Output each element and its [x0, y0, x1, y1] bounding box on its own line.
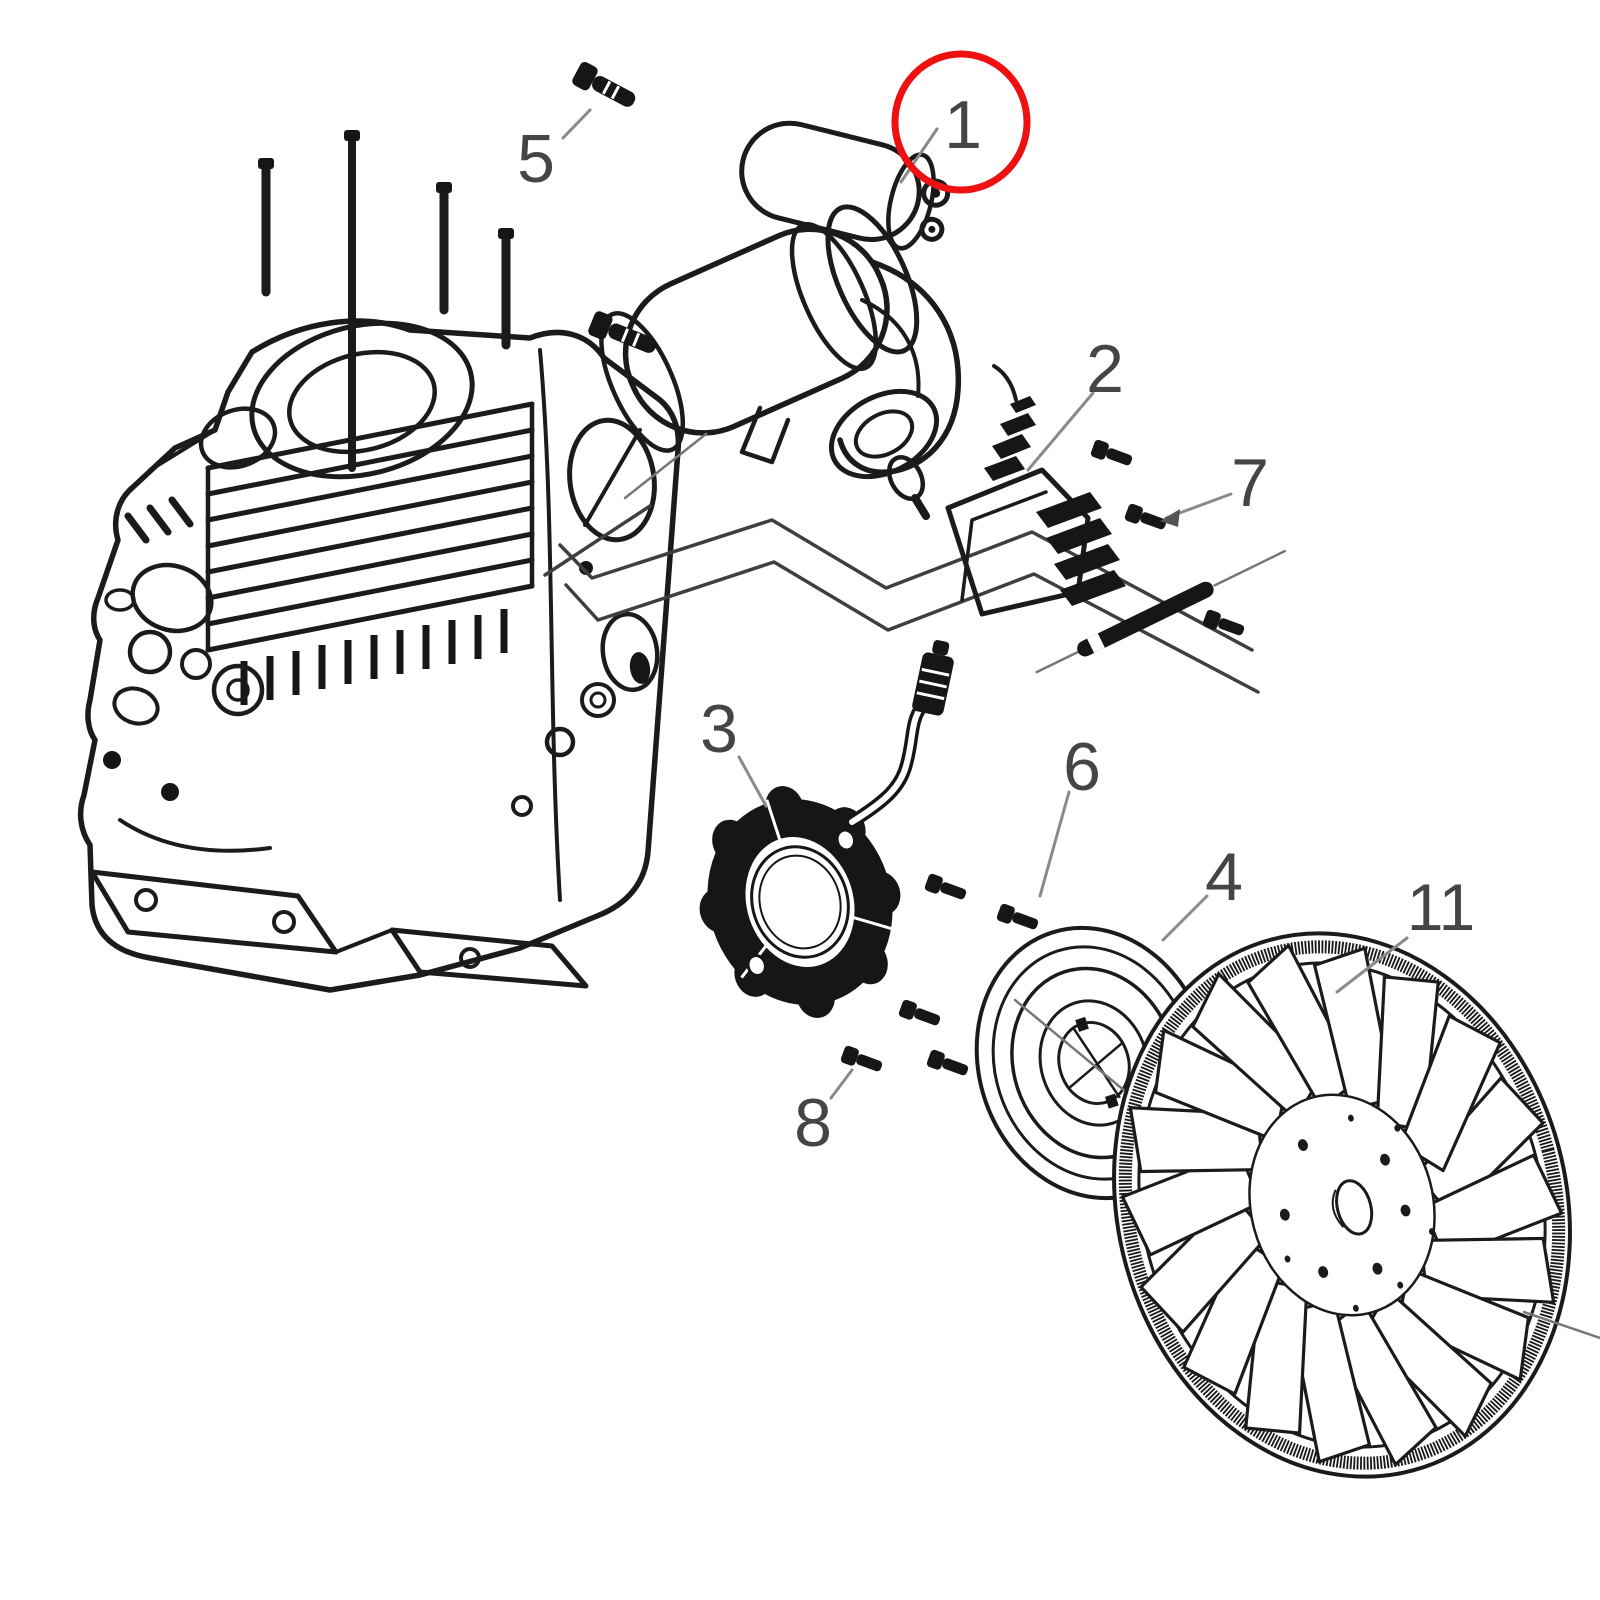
screw-2a	[1090, 439, 1133, 466]
cylinder-fins	[205, 401, 535, 653]
part-label-2: 2	[1086, 331, 1124, 407]
leader-part-2	[1026, 391, 1095, 472]
backplate-openings	[511, 417, 660, 817]
coil-connector	[984, 364, 1036, 481]
part-label-11: 11	[1407, 870, 1476, 944]
leader-arrowhead-part-7	[1160, 509, 1180, 527]
engine-crankcase-drawing	[77, 130, 682, 993]
engine-mount-feet	[89, 869, 589, 989]
highlight-circle-part-1	[891, 50, 1031, 194]
cylinder-studs	[258, 130, 514, 472]
leader-part-4	[1161, 894, 1209, 942]
leader-part-8	[829, 1068, 854, 1100]
screw-6a	[924, 873, 967, 900]
leader-part-6	[1038, 790, 1071, 898]
fin-hatch	[240, 609, 508, 705]
stator-connector	[912, 640, 954, 716]
long-stud	[1035, 549, 1286, 674]
stator-drawing	[699, 640, 954, 1018]
part-label-4: 4	[1205, 839, 1243, 915]
part-label-6: 6	[1063, 729, 1101, 805]
screw-8a	[840, 1045, 883, 1072]
flywheel-drawing	[1053, 881, 1600, 1528]
wiring-harness-lines	[543, 504, 1260, 694]
part-label-7: 7	[1231, 445, 1269, 521]
part-label-8: 8	[794, 1085, 832, 1161]
screw-6b	[996, 903, 1039, 930]
part-label-3: 3	[700, 691, 738, 767]
part-labels: 5 1 2 7 3 6 4 11 8	[517, 87, 1475, 1161]
starter-solenoid	[739, 120, 951, 251]
leader-lines	[561, 108, 1409, 1100]
ignition-coil-drawing	[945, 364, 1126, 617]
leader-part-3	[737, 755, 768, 808]
screw-7a	[1124, 503, 1167, 530]
bolt-5b	[588, 311, 657, 353]
part-label-1: 1	[944, 87, 982, 163]
timing-cover-details	[103, 428, 272, 853]
screw-6d	[926, 1049, 969, 1076]
part-label-5: 5	[517, 121, 555, 197]
leader-part-1	[899, 127, 939, 184]
leader-part-11	[1335, 936, 1409, 994]
starter-motor-drawing	[599, 120, 962, 520]
screw-6c	[898, 999, 941, 1026]
bolt-5a	[572, 61, 636, 107]
leader-part-5	[561, 108, 592, 140]
screw-7b	[1202, 609, 1245, 636]
